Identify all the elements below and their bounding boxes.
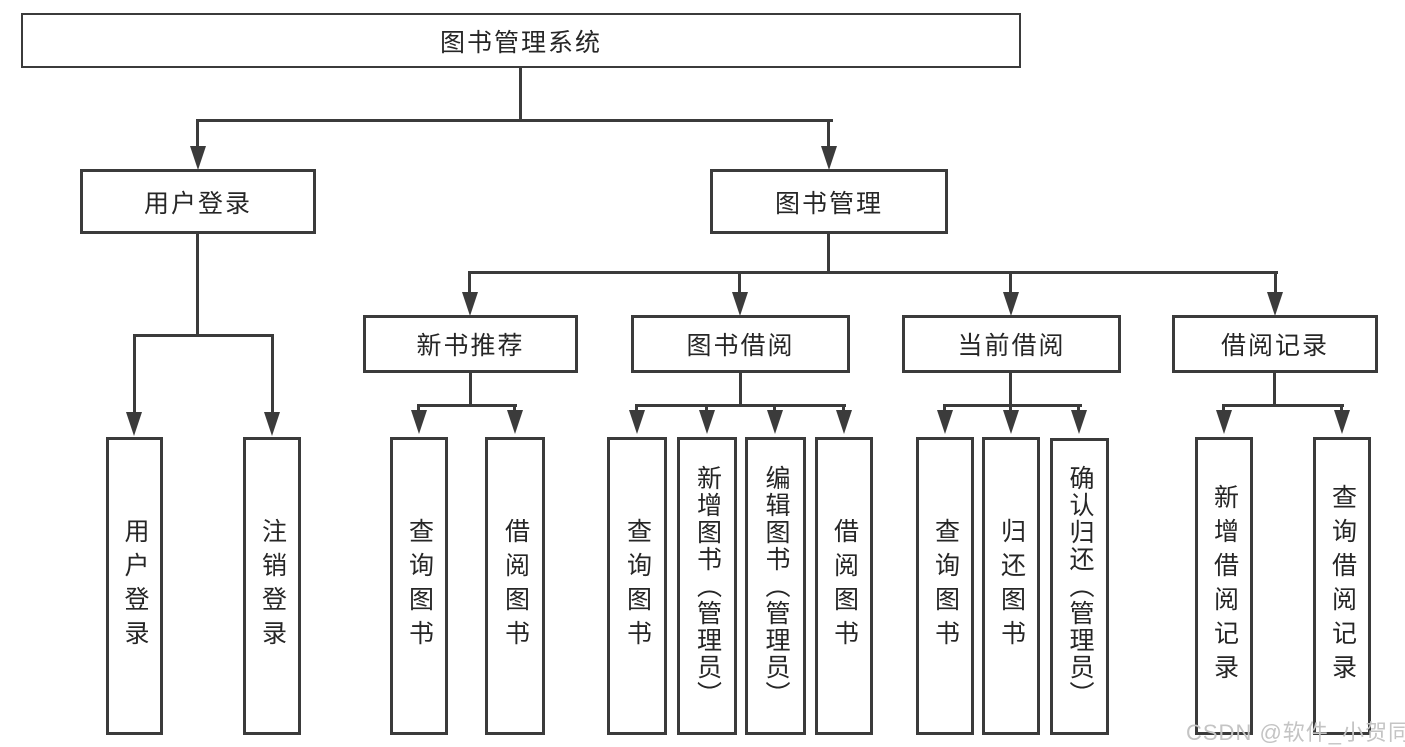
leaf-user-login: 用户登录 — [106, 437, 163, 735]
node-label: 图书管理系统 — [439, 28, 602, 57]
connector-line — [468, 271, 471, 295]
node-new-book-recommend: 新书推荐 — [363, 315, 578, 373]
node-label: 注销登录 — [258, 518, 287, 654]
arrowhead-down-icon — [767, 410, 783, 434]
leaf-edit-books-admin: 编辑图书（管理员） — [745, 437, 806, 735]
arrowhead-down-icon — [507, 410, 523, 434]
node-label: 查询图书 — [931, 518, 960, 654]
connector-line — [943, 404, 946, 414]
leaf-confirm-return-admin: 确认归还（管理员） — [1050, 438, 1109, 735]
connector-line — [943, 404, 1082, 407]
node-label: 新增借阅记录 — [1210, 484, 1239, 688]
connector-line — [1340, 404, 1343, 414]
node-label: 借阅记录 — [1220, 332, 1329, 360]
arrowhead-down-icon — [462, 292, 478, 316]
connector-line — [468, 271, 1278, 274]
connector-line — [133, 334, 274, 337]
connector-line — [1274, 271, 1277, 295]
arrowhead-down-icon — [1216, 410, 1232, 434]
connector-line — [133, 334, 136, 414]
node-book-management: 图书管理 — [710, 169, 948, 234]
connector-line — [469, 373, 472, 407]
node-label: 确认归还（管理员） — [1066, 465, 1094, 708]
arrowhead-down-icon — [1003, 410, 1019, 434]
node-label: 新书推荐 — [416, 332, 525, 360]
connector-line — [635, 404, 846, 407]
connector-line — [196, 119, 199, 149]
connector-line — [827, 119, 830, 149]
arrowhead-down-icon — [732, 292, 748, 316]
connector-line — [1222, 404, 1344, 407]
arrowhead-down-icon — [836, 410, 852, 434]
connector-line — [196, 234, 199, 337]
arrowhead-down-icon — [821, 146, 837, 170]
arrowhead-down-icon — [1003, 292, 1019, 316]
leaf-return-books: 归还图书 — [982, 437, 1040, 735]
node-label: 图书借阅 — [686, 332, 795, 360]
connector-line — [513, 404, 516, 414]
node-library-system: 图书管理系统 — [21, 13, 1021, 68]
leaf-query-books-recommend: 查询图书 — [390, 437, 448, 735]
node-label: 新增图书（管理员） — [693, 464, 722, 708]
connector-line — [827, 234, 830, 274]
connector-line — [519, 68, 522, 122]
arrowhead-down-icon — [1334, 410, 1350, 434]
arrowhead-down-icon — [699, 410, 715, 434]
connector-line — [635, 404, 638, 414]
arrowhead-down-icon — [629, 410, 645, 434]
csdn-watermark: CSDN @软件_小贺同学 — [1186, 720, 1405, 745]
connector-line — [417, 404, 517, 407]
connector-line — [739, 373, 742, 407]
connector-line — [1273, 373, 1276, 407]
arrowhead-down-icon — [1071, 410, 1087, 434]
leaf-borrow-books: 借阅图书 — [815, 437, 873, 735]
node-label: 当前借阅 — [957, 332, 1066, 360]
leaf-borrow-books-recommend: 借阅图书 — [485, 437, 545, 735]
connector-line — [738, 271, 741, 295]
node-label: 借阅图书 — [501, 518, 530, 654]
arrowhead-down-icon — [190, 146, 206, 170]
arrowhead-down-icon — [937, 410, 953, 434]
connector-line — [773, 404, 776, 414]
connector-line — [1009, 373, 1012, 407]
node-borrow-records: 借阅记录 — [1172, 315, 1378, 373]
connector-line — [196, 119, 833, 122]
leaf-query-books-current: 查询图书 — [916, 437, 974, 735]
leaf-query-books-borrow: 查询图书 — [607, 437, 667, 735]
node-label: 借阅图书 — [830, 518, 859, 654]
connector-line — [1222, 404, 1225, 414]
arrowhead-down-icon — [1267, 292, 1283, 316]
connector-line — [271, 334, 274, 414]
node-label: 用户登录 — [143, 189, 252, 218]
node-label: 查询图书 — [623, 518, 652, 654]
node-current-borrow: 当前借阅 — [902, 315, 1121, 373]
connector-line — [1009, 271, 1012, 295]
leaf-logout: 注销登录 — [243, 437, 301, 735]
arrowhead-down-icon — [411, 410, 427, 434]
connector-line — [1009, 404, 1012, 414]
leaf-add-borrow-record: 新增借阅记录 — [1195, 437, 1253, 735]
arrowhead-down-icon — [264, 412, 280, 436]
arrowhead-down-icon — [126, 412, 142, 436]
leaf-add-books-admin: 新增图书（管理员） — [677, 437, 737, 735]
connector-line — [1077, 404, 1080, 414]
node-user-login: 用户登录 — [80, 169, 316, 234]
connector-line — [842, 404, 845, 414]
node-book-borrow: 图书借阅 — [631, 315, 850, 373]
node-label: 查询图书 — [405, 518, 434, 654]
node-label: 归还图书 — [997, 518, 1026, 654]
connector-line — [705, 404, 708, 414]
node-label: 编辑图书（管理员） — [762, 464, 790, 708]
node-label: 用户登录 — [121, 518, 149, 654]
node-label: 查询借阅记录 — [1328, 484, 1357, 688]
connector-line — [417, 404, 420, 414]
leaf-query-borrow-record: 查询借阅记录 — [1313, 437, 1371, 735]
node-label: 图书管理 — [774, 189, 883, 218]
